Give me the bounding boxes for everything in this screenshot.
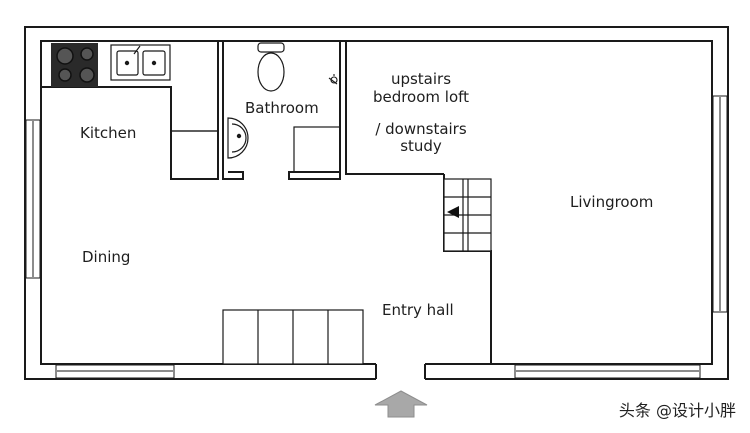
entry-hall-label: Entry hall bbox=[382, 301, 454, 319]
bottom-window-right bbox=[514, 364, 701, 379]
entry-arrow-icon bbox=[374, 390, 428, 418]
counter-block bbox=[170, 130, 219, 180]
left-window bbox=[25, 119, 41, 279]
upstairs-label-line1: upstairs bbox=[390, 70, 452, 88]
stairs bbox=[443, 178, 492, 252]
livingroom-label: Livingroom bbox=[570, 193, 654, 211]
bathroom-wall-left bbox=[222, 41, 244, 180]
study-label-line1: / downstairs bbox=[375, 120, 467, 138]
right-window bbox=[712, 95, 728, 313]
watermark: 头条 @设计小胖 bbox=[618, 401, 736, 420]
shower bbox=[293, 126, 341, 173]
entry-door bbox=[375, 363, 426, 380]
study-label-line2: study bbox=[400, 137, 442, 155]
loft-wall bbox=[345, 41, 444, 175]
upstairs-label-line2: bedroom loft bbox=[372, 88, 470, 106]
bathroom-label: Bathroom bbox=[245, 99, 319, 117]
entry-cabinet bbox=[222, 309, 364, 365]
stair-direction-icon bbox=[447, 206, 459, 218]
toilet-icon bbox=[257, 42, 285, 92]
bathroom-sink-icon bbox=[227, 117, 249, 159]
stove-icon bbox=[51, 43, 98, 87]
kitchen-label: Kitchen bbox=[80, 124, 137, 142]
shower-head-icon bbox=[328, 74, 338, 85]
bottom-window-left bbox=[55, 364, 175, 379]
dining-label: Dining bbox=[82, 248, 131, 266]
kitchen-sink-icon bbox=[110, 44, 171, 81]
